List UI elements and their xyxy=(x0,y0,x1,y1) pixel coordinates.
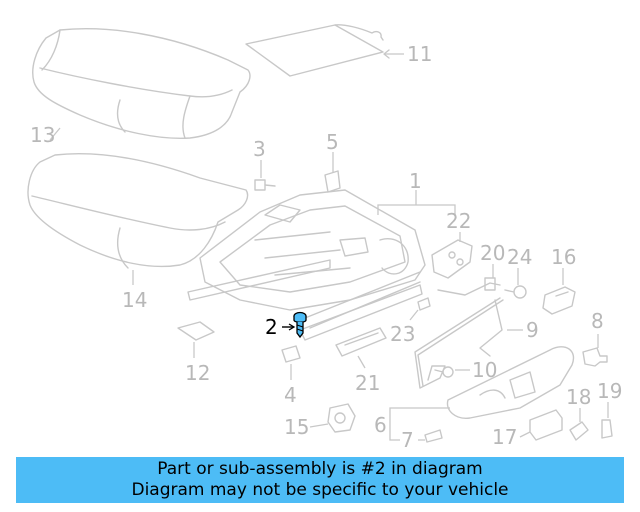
part-22-bracket xyxy=(431,239,473,279)
callout-1[interactable]: 1 xyxy=(409,169,422,193)
part-1-seat-frame xyxy=(187,189,426,341)
part-24-bolt xyxy=(504,285,527,299)
callout-5[interactable]: 5 xyxy=(326,130,339,154)
callout-16[interactable]: 16 xyxy=(551,245,576,269)
part-4-clip xyxy=(281,345,301,363)
leader-23 xyxy=(409,309,419,321)
leader-15 xyxy=(309,423,329,428)
callout-6[interactable]: 6 xyxy=(374,413,387,437)
callout-3[interactable]: 3 xyxy=(253,137,266,161)
callout-17[interactable]: 17 xyxy=(492,425,517,449)
part-9-wire xyxy=(414,297,504,389)
callout-23[interactable]: 23 xyxy=(390,322,415,346)
part-12-bracket xyxy=(177,321,215,341)
callout-9[interactable]: 9 xyxy=(526,318,539,342)
leader-21 xyxy=(357,355,366,369)
callout-4[interactable]: 4 xyxy=(284,383,297,407)
part-23-clip xyxy=(417,297,431,311)
part-14-cushion-pad xyxy=(27,153,249,269)
callout-18[interactable]: 18 xyxy=(566,385,591,409)
callout-19[interactable]: 19 xyxy=(597,379,622,403)
leader-6 xyxy=(389,407,450,425)
part-6-side-shield xyxy=(446,346,575,419)
callout-13[interactable]: 13 xyxy=(30,123,55,147)
info-banner: Part or sub-assembly is #2 in diagram Di… xyxy=(16,457,624,503)
leader-17 xyxy=(519,431,531,438)
callout-7[interactable]: 7 xyxy=(401,428,414,452)
callout-2[interactable]: 2 xyxy=(265,315,278,339)
banner-line-2: Diagram may not be specific to your vehi… xyxy=(131,480,509,500)
part-20-rod xyxy=(437,277,501,296)
part-2-screw[interactable] xyxy=(293,311,307,339)
callout-21[interactable]: 21 xyxy=(355,371,380,395)
callout-12[interactable]: 12 xyxy=(185,361,210,385)
callout-10[interactable]: 10 xyxy=(472,358,497,382)
part-8-clip xyxy=(582,347,608,367)
part-11-heater-pad xyxy=(245,24,404,77)
banner-line-1: Part or sub-assembly is #2 in diagram xyxy=(157,459,483,479)
leader-1 xyxy=(377,204,456,215)
part-15-motor xyxy=(327,403,356,433)
part-13-cushion-cover xyxy=(32,28,251,139)
callout-24[interactable]: 24 xyxy=(507,245,532,269)
leader-13 xyxy=(49,127,61,141)
part-16-switch xyxy=(542,286,576,315)
part-5-clip xyxy=(324,170,341,193)
part-17-cover xyxy=(529,409,563,441)
part-21-panel xyxy=(335,327,387,357)
part-3-bolt xyxy=(254,179,276,191)
callout-8[interactable]: 8 xyxy=(591,309,604,333)
part-19-cap xyxy=(601,419,613,439)
callout-15[interactable]: 15 xyxy=(284,415,309,439)
callout-22[interactable]: 22 xyxy=(446,209,471,233)
callout-20[interactable]: 20 xyxy=(480,241,505,265)
part-7-clip xyxy=(424,429,443,443)
callout-11[interactable]: 11 xyxy=(407,42,432,66)
part-18-cap xyxy=(569,421,589,441)
part-10-bolt xyxy=(434,366,454,378)
callout-14[interactable]: 14 xyxy=(122,288,147,312)
